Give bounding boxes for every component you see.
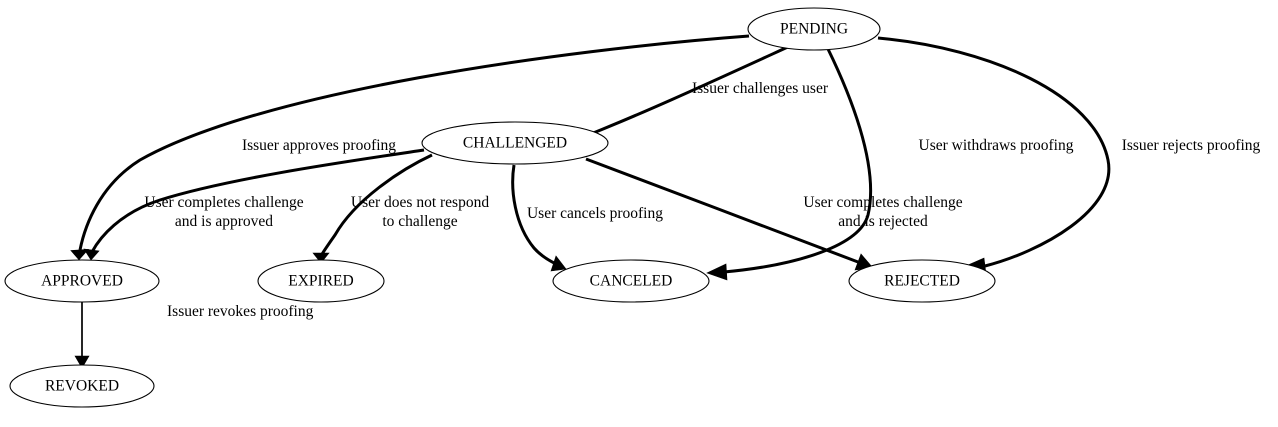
node-canceled-ellipse <box>552 259 710 303</box>
arrowhead-expired <box>312 252 330 264</box>
edge-pending-approved[interactable] <box>70 34 750 261</box>
edge-path-challenged-approved <box>90 148 425 253</box>
edge-path-pending-canceled <box>723 48 873 274</box>
edge-path-challenged-canceled <box>511 164 557 266</box>
node-approved-ellipse <box>4 259 160 303</box>
node-challenged[interactable]: CHALLENGED <box>421 121 609 165</box>
arrowhead-canceled-2 <box>706 263 728 281</box>
arrowhead-approved-2 <box>83 248 100 261</box>
arrowhead-canceled-1 <box>550 255 567 272</box>
edge-path-challenged-expired <box>319 153 433 257</box>
edge-label-issuer-revokes-proofing: Issuer revokes proofing <box>167 303 314 320</box>
node-challenged-ellipse <box>421 121 609 165</box>
edge-label-line-2: to challenge <box>382 213 457 230</box>
arrowhead-revoked <box>74 355 90 369</box>
edge-label-line-1: User completes challenge <box>803 194 962 211</box>
edge-label-line-1: User completes challenge <box>144 194 303 211</box>
node-pending[interactable]: PENDING <box>747 7 881 51</box>
node-approved-label: APPROVED <box>41 273 123 290</box>
edge-label-issuer-rejects-proofing: Issuer rejects proofing <box>1122 137 1261 154</box>
edge-label-user-withdraws-proofing: User withdraws proofing <box>919 137 1074 154</box>
edge-label-user-cancels-proofing: User cancels proofing <box>527 205 663 222</box>
node-revoked-ellipse <box>9 364 155 408</box>
edge-label-issuer-challenges-user: Issuer challenges user <box>692 80 829 97</box>
edge-label-user-completes-challenge-rejected: User completes challenge and is rejected <box>803 194 962 230</box>
edge-label-user-does-not-respond: User does not respond to challenge <box>351 194 489 230</box>
edge-label-issuer-approves-proofing: Issuer approves proofing <box>242 137 396 154</box>
edge-path-challenged-rejected <box>585 157 859 264</box>
edge-challenged-approved[interactable] <box>83 148 425 261</box>
edge-path-pending-approved <box>78 34 750 251</box>
edge-challenged-expired[interactable] <box>312 153 433 264</box>
edge-pending-rejected[interactable] <box>877 36 1111 275</box>
arrowhead-approved-1-outline <box>70 249 90 261</box>
edge-label-line-2: and is approved <box>175 213 273 230</box>
edge-path-pending-challenged <box>577 44 791 141</box>
node-rejected-ellipse <box>848 259 996 303</box>
node-challenged-label: CHALLENGED <box>463 135 567 152</box>
edge-approved-revoked[interactable] <box>74 302 90 369</box>
node-expired[interactable]: EXPIRED <box>257 259 385 303</box>
node-revoked[interactable]: REVOKED <box>9 364 155 408</box>
edge-path-pending-rejected <box>877 36 1111 268</box>
edge-label-user-completes-challenge-approved: User completes challenge and is approved <box>144 194 303 230</box>
node-pending-ellipse <box>747 7 881 51</box>
edge-pending-canceled[interactable] <box>706 48 873 281</box>
edge-label-line-1: User does not respond <box>351 194 489 211</box>
node-expired-label: EXPIRED <box>288 273 353 290</box>
node-expired-ellipse <box>257 259 385 303</box>
node-rejected-label: REJECTED <box>884 273 960 290</box>
node-canceled[interactable]: CANCELED <box>552 259 710 303</box>
node-approved[interactable]: APPROVED <box>4 259 160 303</box>
node-pending-label: PENDING <box>780 21 848 38</box>
node-canceled-label: CANCELED <box>590 273 673 290</box>
edge-label-line-2: and is rejected <box>838 213 928 230</box>
edge-challenged-canceled[interactable] <box>511 164 567 272</box>
node-revoked-label: REVOKED <box>45 378 119 395</box>
node-rejected[interactable]: REJECTED <box>848 259 996 303</box>
